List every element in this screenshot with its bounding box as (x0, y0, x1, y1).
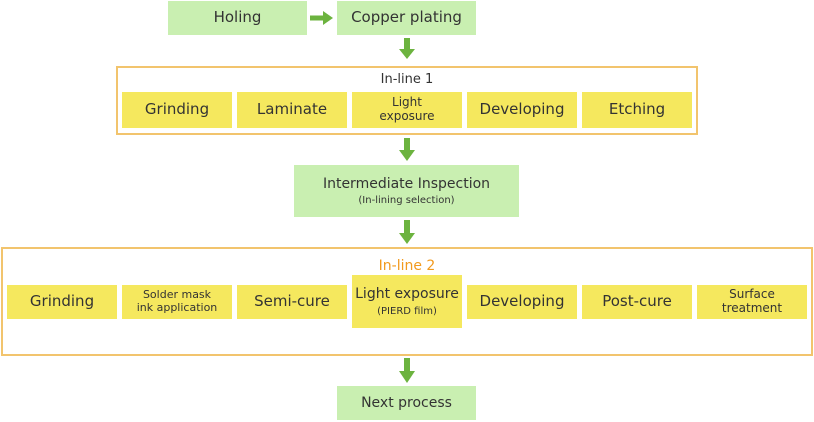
inline2-semi-cure: Semi-cure (237, 285, 347, 319)
ink-application-label: ink application (136, 301, 218, 314)
treatment-label: treatment (721, 301, 783, 315)
next-process-box: Next process (337, 386, 476, 420)
inline2-title: In-line 2 (378, 258, 436, 274)
inline1-grinding-label: Grinding (144, 100, 210, 119)
inline1-title: In-line 1 (380, 72, 434, 87)
intermediate-inspection-box: Intermediate Inspection (In-lining selec… (294, 165, 519, 217)
inlining-selection-label: (In-lining selection) (358, 194, 455, 206)
holing-box: Holing (168, 1, 307, 35)
holing-label: Holing (213, 8, 262, 27)
copper-plating-label: Copper plating (351, 8, 462, 27)
inline1-grinding: Grinding (122, 92, 232, 128)
inline1-light-label: Light (392, 95, 422, 110)
inline1-developing-label: Developing (479, 100, 565, 119)
pierd-film-label: (PIERD film) (377, 305, 437, 317)
inline2-solder-mask: Solder mask ink application (122, 285, 232, 319)
post-cure-label: Post-cure (602, 292, 672, 311)
inline1-etching: Etching (582, 92, 692, 128)
arrow-copper-to-inline1 (399, 38, 415, 59)
next-process-label: Next process (361, 394, 452, 411)
solder-mask-label: Solder mask (142, 288, 212, 302)
intermediate-inspection-label: Intermediate Inspection (322, 175, 491, 192)
arrow-inspection-to-inline2 (399, 220, 415, 244)
inline2-frame (1, 247, 813, 356)
inline2-developing: Developing (467, 285, 577, 319)
arrow-inline2-to-next (399, 358, 415, 383)
inline1-etching-label: Etching (608, 100, 666, 119)
inline1-developing: Developing (467, 92, 577, 128)
inline2-post-cure: Post-cure (582, 285, 692, 319)
inline1-frame (116, 66, 698, 135)
inline1-laminate: Laminate (237, 92, 347, 128)
inline1-light-exposure: Light exposure (352, 92, 462, 128)
semi-cure-label: Semi-cure (254, 292, 330, 311)
inline2-surface-treatment: Surface treatment (697, 285, 807, 319)
inline1-laminate-label: Laminate (256, 100, 328, 119)
light-exposure-label: Light exposure (355, 285, 459, 302)
surface-label: Surface (729, 287, 775, 302)
arrow-holing-to-copper (310, 11, 333, 25)
inline2-developing-label: Developing (479, 292, 565, 311)
inline2-grinding: Grinding (7, 285, 117, 319)
inline1-exposure-label: exposure (379, 109, 435, 123)
inline2-light-exposure: Light exposure (PIERD film) (352, 275, 462, 328)
copper-plating-box: Copper plating (337, 1, 476, 35)
inline2-grinding-label: Grinding (29, 292, 95, 311)
arrow-inline1-to-inspection (399, 138, 415, 161)
